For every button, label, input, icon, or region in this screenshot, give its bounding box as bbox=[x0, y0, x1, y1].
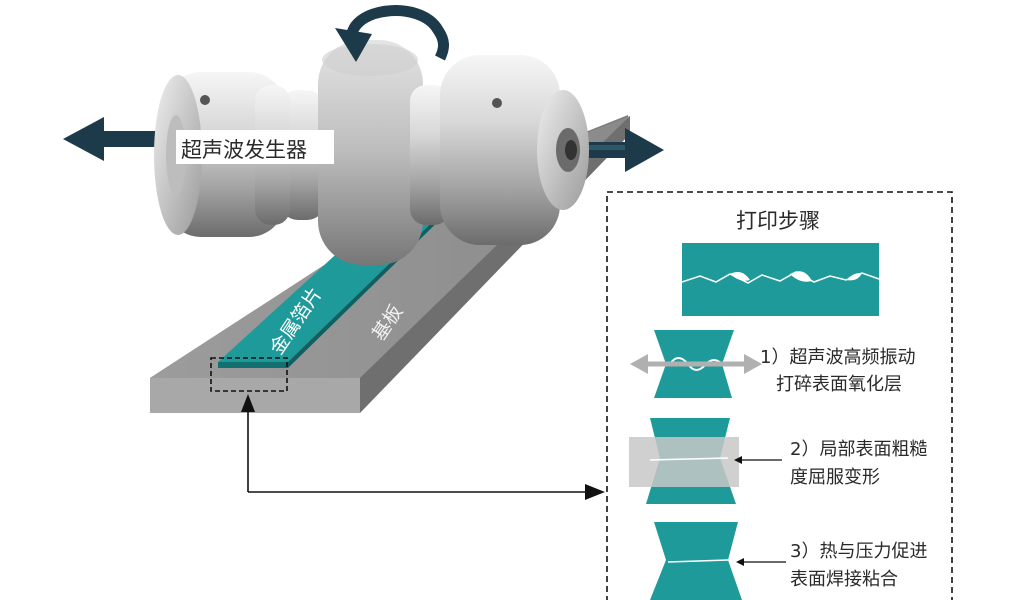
step1-line2: 打碎表面氧化层 bbox=[776, 374, 902, 395]
generator-label: 超声波发生器 bbox=[181, 138, 307, 162]
weld-zone-marker bbox=[210, 357, 288, 392]
bond-overview-image bbox=[681, 243, 880, 316]
step3-line1: 3）热与压力促进 bbox=[790, 541, 927, 562]
rotation-arrow bbox=[335, 5, 449, 62]
step3-line2: 表面焊接粘合 bbox=[790, 569, 898, 590]
step2-line2: 度屈服变形 bbox=[790, 467, 880, 488]
steps-panel: 打印步骤 1）超声波高频振动 打碎表面氧化层 2）局部表面粗糙 bbox=[606, 191, 953, 600]
connector-arrow bbox=[241, 394, 605, 500]
steps-title: 打印步骤 bbox=[736, 209, 820, 233]
step2-line1: 2）局部表面粗糙 bbox=[790, 439, 927, 460]
step1-line1: 1）超声波高频振动 bbox=[760, 347, 915, 368]
step3-image bbox=[650, 522, 786, 600]
generator-label-bg bbox=[176, 130, 334, 164]
step2-image bbox=[629, 418, 782, 504]
step1-image bbox=[630, 330, 762, 398]
